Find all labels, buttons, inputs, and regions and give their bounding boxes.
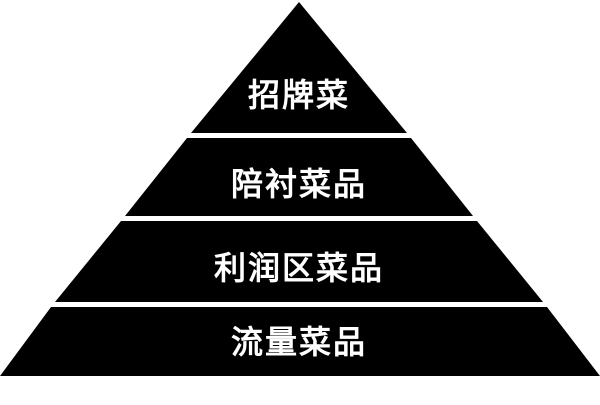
pyramid-tier-3-shape: [55, 221, 543, 302]
pyramid-tier-1: 招牌菜: [191, 2, 407, 133]
pyramid-tier-2-label: 陪衬菜品: [231, 165, 367, 203]
pyramid-tier-4: 流量菜品: [0, 307, 600, 376]
pyramid-tier-1-label: 招牌菜: [248, 76, 350, 114]
pyramid-tier-1-shape: [191, 2, 407, 133]
pyramid-tier-2-shape: [125, 138, 473, 216]
pyramid-tier-2: 陪衬菜品: [125, 138, 473, 216]
pyramid-tier-3-label: 利润区菜品: [214, 249, 384, 287]
pyramid-tier-4-label: 流量菜品: [231, 323, 367, 361]
pyramid-tier-3: 利润区菜品: [55, 221, 543, 302]
pyramid-tier-4-shape: [0, 307, 600, 376]
